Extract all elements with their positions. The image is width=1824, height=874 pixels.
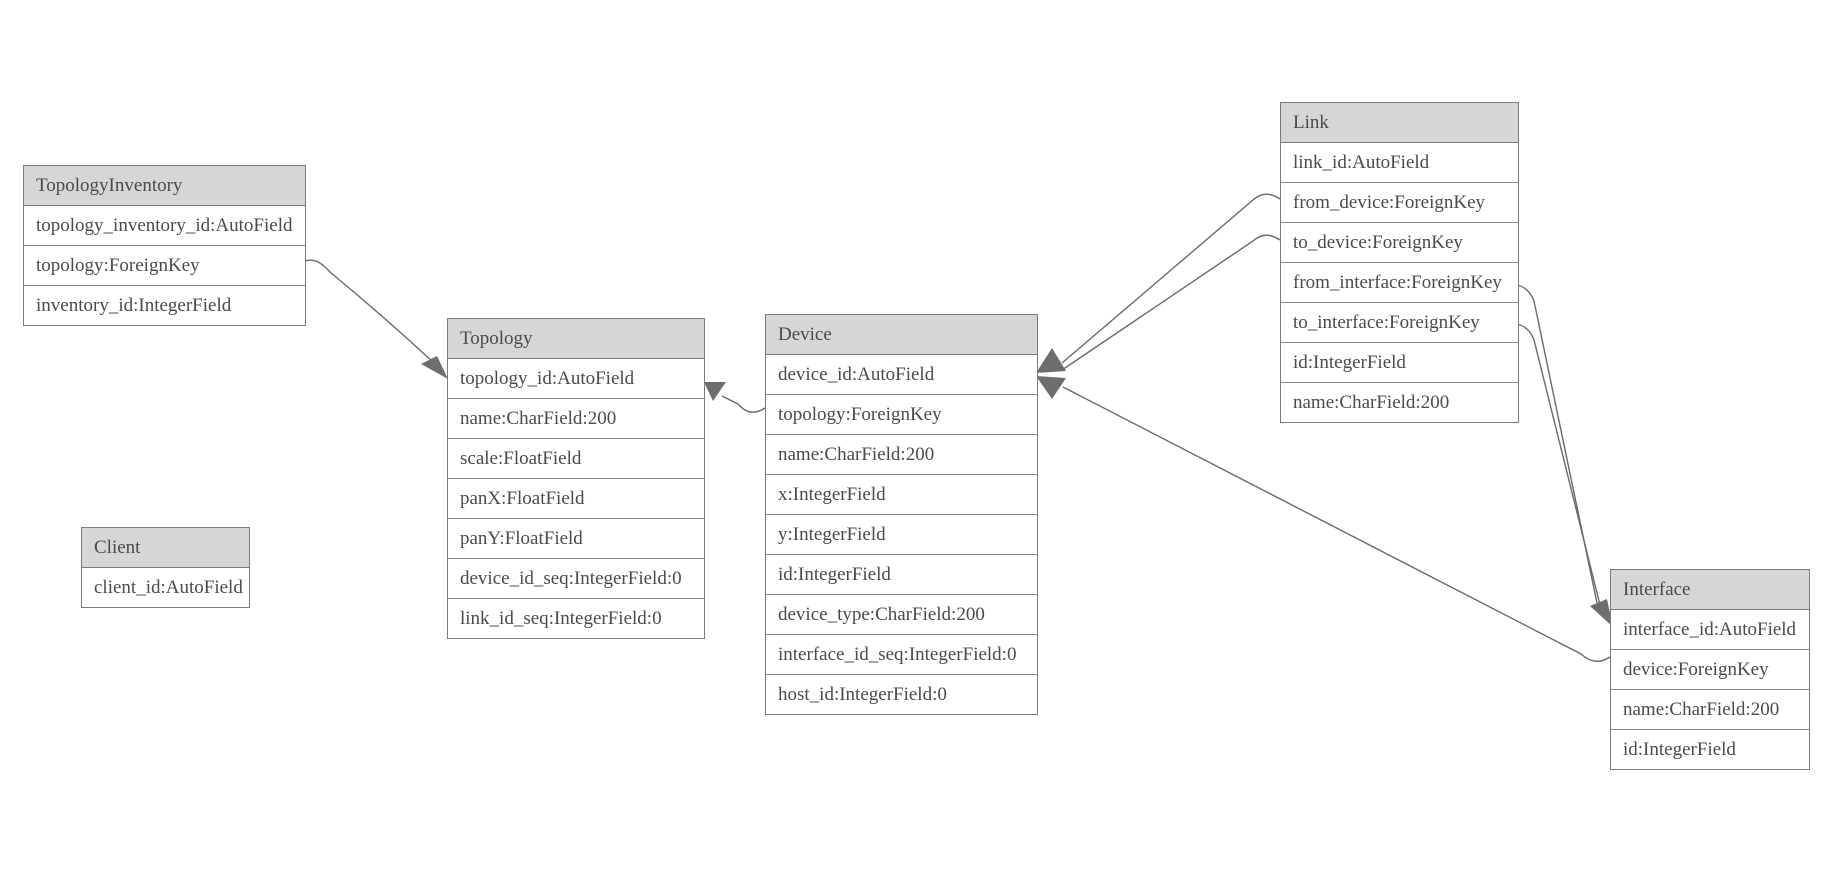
- table-field-row: id:IntegerField: [766, 555, 1037, 595]
- table-field-row: panY:FloatField: [448, 519, 704, 559]
- table-field-row: name:CharField:200: [1611, 690, 1809, 730]
- relation-line-interface-device: [1062, 386, 1611, 662]
- relation-line-link-to-device: [1061, 234, 1281, 371]
- table-field-row: y:IntegerField: [766, 515, 1037, 555]
- table-title-link: Link: [1281, 103, 1518, 143]
- relation-line-link-from-interface: [1516, 284, 1598, 604]
- table-field-row: interface_id:AutoField: [1611, 610, 1809, 650]
- table-field-row: topology:ForeignKey: [24, 246, 305, 286]
- table-field-row: topology:ForeignKey: [766, 395, 1037, 435]
- relation-arrowhead-icon: [704, 382, 726, 401]
- table-title-interface: Interface: [1611, 570, 1809, 610]
- table-field-row: name:CharField:200: [448, 399, 704, 439]
- relation-line-link-from-device: [1061, 193, 1281, 364]
- table-field-row: name:CharField:200: [1281, 383, 1518, 422]
- table-title-topology: Topology: [448, 319, 704, 359]
- table-field-row: topology_id:AutoField: [448, 359, 704, 399]
- relation-line-topologyinventory-topology: [303, 259, 434, 363]
- relation-arrowhead-icon: [421, 356, 448, 379]
- relation-arrowhead-icon: [1036, 376, 1066, 399]
- table-field-row: device_id:AutoField: [766, 355, 1037, 395]
- table-field-row: scale:FloatField: [448, 439, 704, 479]
- table-field-row: x:IntegerField: [766, 475, 1037, 515]
- relation-line-device-topology: [721, 395, 766, 413]
- table-field-row: host_id:IntegerField:0: [766, 675, 1037, 714]
- relation-arrowhead-icon: [1036, 348, 1066, 373]
- table-field-row: device_id_seq:IntegerField:0: [448, 559, 704, 599]
- table-field-row: to_interface:ForeignKey: [1281, 303, 1518, 343]
- table-field-row: client_id:AutoField: [82, 568, 249, 607]
- table-field-row: from_device:ForeignKey: [1281, 183, 1518, 223]
- table-field-row: topology_inventory_id:AutoField: [24, 206, 305, 246]
- table-field-row: to_device:ForeignKey: [1281, 223, 1518, 263]
- table-field-row: id:IntegerField: [1281, 343, 1518, 383]
- table-field-row: device_type:CharField:200: [766, 595, 1037, 635]
- table-field-row: id:IntegerField: [1611, 730, 1809, 769]
- relation-line-link-to-interface: [1516, 323, 1601, 606]
- table-field-row: link_id_seq:IntegerField:0: [448, 599, 704, 638]
- table-title-device: Device: [766, 315, 1037, 355]
- table-title-client: Client: [82, 528, 249, 568]
- table-field-row: name:CharField:200: [766, 435, 1037, 475]
- table-title-topology-inventory: TopologyInventory: [24, 166, 305, 206]
- table-field-row: interface_id_seq:IntegerField:0: [766, 635, 1037, 675]
- table-field-row: inventory_id:IntegerField: [24, 286, 305, 325]
- table-field-row: device:ForeignKey: [1611, 650, 1809, 690]
- table-field-row: from_interface:ForeignKey: [1281, 263, 1518, 303]
- table-field-row: panX:FloatField: [448, 479, 704, 519]
- table-field-row: link_id:AutoField: [1281, 143, 1518, 183]
